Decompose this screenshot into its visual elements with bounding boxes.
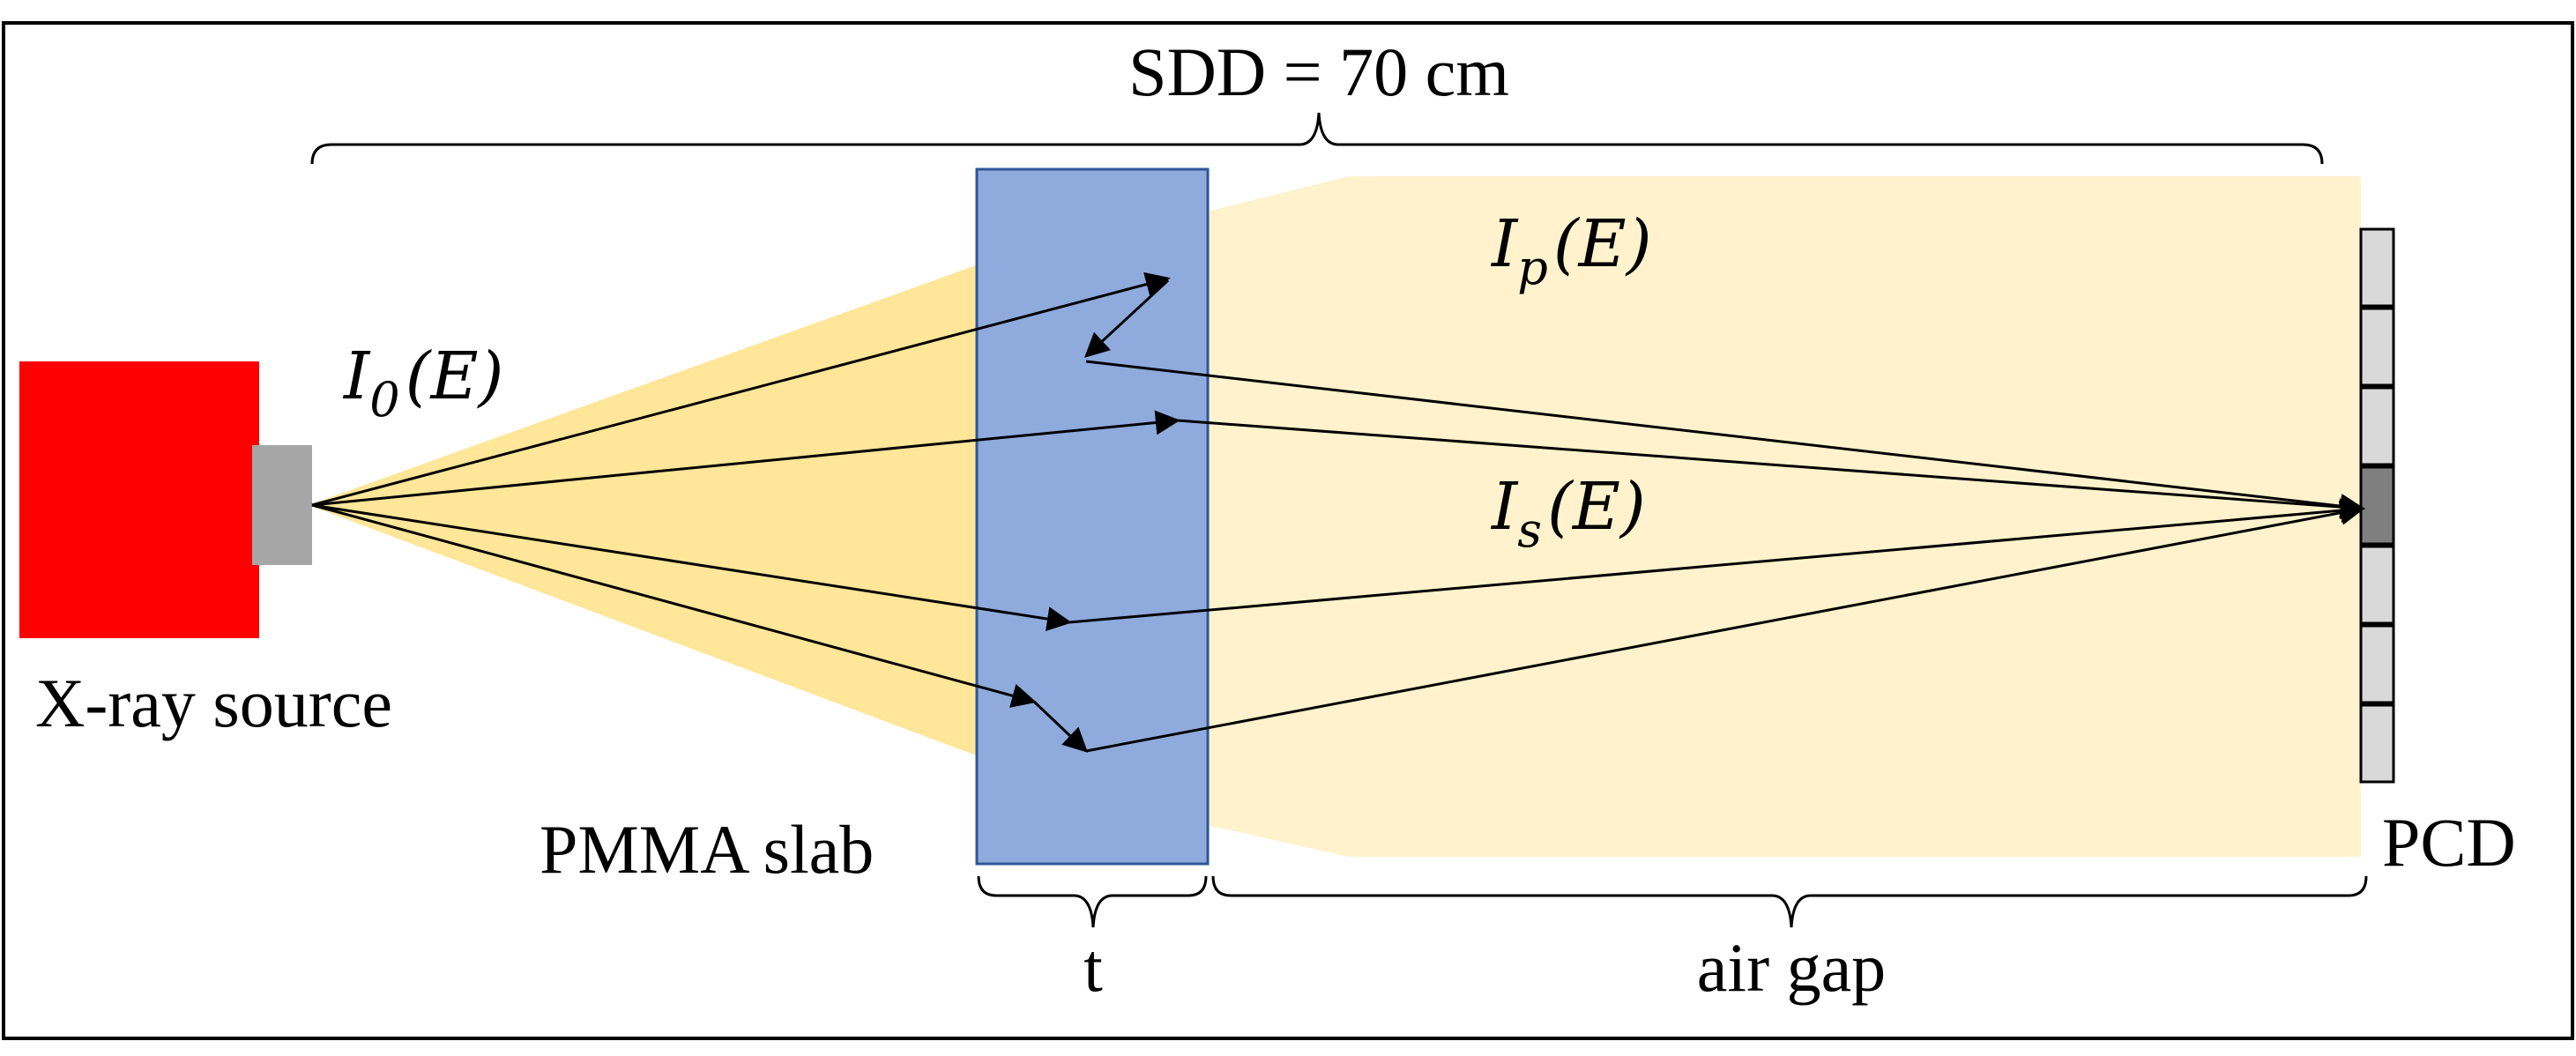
detector-pixel xyxy=(2359,307,2395,387)
detector-pixel xyxy=(2359,703,2395,784)
pmma-slab-label: PMMA slab xyxy=(540,811,874,888)
scatter-event-ray xyxy=(1083,279,1170,358)
primary-intensity-label: Ip(E) xyxy=(1490,206,1652,295)
scatter-intensity-label: Is(E) xyxy=(1490,469,1646,558)
dimension-braces xyxy=(310,112,2368,928)
scatter-intensity-subscript: s xyxy=(1517,502,1542,558)
x-ray-source-label: X-ray source xyxy=(35,665,392,741)
scatter-event-ray xyxy=(1032,700,1089,753)
x-ray-source-window xyxy=(252,445,312,565)
sdd-brace xyxy=(310,112,2324,165)
incident-intensity-symbol: I xyxy=(342,338,371,414)
scatter-intensity-symbol: I xyxy=(1490,469,1519,545)
primary-intensity-argument: (E) xyxy=(1553,206,1652,282)
air-gap-brace xyxy=(1211,875,2368,928)
thickness-brace xyxy=(977,875,1208,928)
incident-ray xyxy=(311,271,1171,507)
pmma-slab xyxy=(975,167,1210,866)
scattered-ray-to-detector xyxy=(1085,500,2365,753)
incident-intensity-label: I0(E) xyxy=(342,338,503,428)
scattered-ray-to-detector xyxy=(1068,498,2365,624)
incident-ray xyxy=(311,410,1180,507)
incident-beam-cone xyxy=(309,264,979,756)
air-gap-label: air gap xyxy=(1697,929,1886,1006)
detector-pixel xyxy=(2359,227,2395,308)
sdd-label: SDD = 70 cm xyxy=(1128,33,1509,110)
thickness-label: t xyxy=(1083,929,1103,1006)
primary-intensity-subscript: p xyxy=(1517,240,1548,295)
pcd-label: PCD xyxy=(2382,804,2516,881)
scattered-ray-to-detector xyxy=(1085,360,2365,519)
pcd-detector xyxy=(2359,227,2395,784)
incident-intensity-argument: (E) xyxy=(406,338,504,414)
detector-pixel-active xyxy=(2359,465,2395,546)
transmitted-beam-region xyxy=(1207,176,2361,857)
detector-pixel xyxy=(2359,386,2395,466)
incident-ray xyxy=(311,503,1037,708)
scatter-intensity-argument: (E) xyxy=(1547,469,1646,545)
detector-pixel xyxy=(2359,624,2395,704)
incident-intensity-subscript: 0 xyxy=(369,372,399,428)
photon-paths xyxy=(311,271,2365,753)
diagram-frame xyxy=(2,21,2574,1040)
primary-ray-to-detector xyxy=(1177,419,2365,520)
x-ray-source-body xyxy=(19,361,259,638)
incident-ray xyxy=(311,503,1072,631)
detector-pixel xyxy=(2359,545,2395,625)
primary-intensity-symbol: I xyxy=(1490,206,1519,282)
